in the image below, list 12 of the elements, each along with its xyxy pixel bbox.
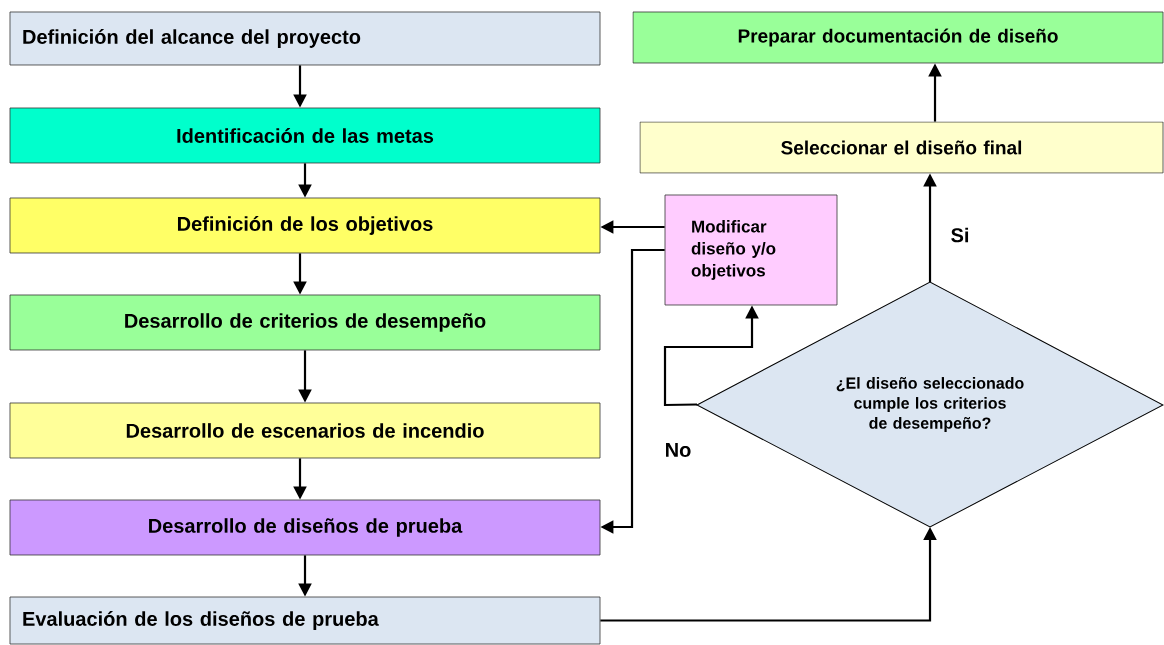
- process-box: Desarrollo de criterios de desempeño: [9, 294, 601, 351]
- process-box: Evaluación de los diseños de prueba: [9, 596, 601, 645]
- process-box: Definición del alcance del proyecto: [9, 11, 601, 66]
- process-box: Desarrollo de escenarios de incendio: [9, 402, 601, 459]
- process-box: Modificar diseño y/o objetivos: [664, 194, 838, 306]
- edge-label: Si: [949, 226, 971, 244]
- process-box: Preparar documentación de diseño: [632, 11, 1164, 64]
- process-box: Seleccionar el diseño final: [639, 121, 1164, 174]
- process-box: Desarrollo de diseños de prueba: [9, 499, 601, 556]
- edge-label: No: [663, 442, 693, 458]
- process-box: Definición de los objetivos: [9, 197, 601, 254]
- process-box: Identificación de las metas: [9, 107, 601, 164]
